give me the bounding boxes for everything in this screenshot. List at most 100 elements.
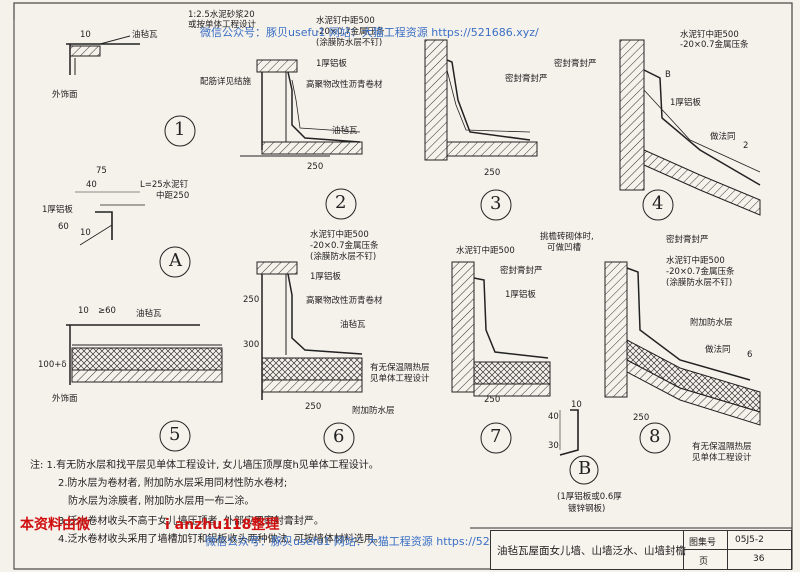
- d6-strip1: -20×0.7金属压条: [310, 241, 379, 251]
- dA-40: 40: [86, 180, 97, 190]
- detail-label-A: A: [169, 250, 182, 271]
- d3-dim-250: 250: [484, 168, 501, 178]
- d6-ins2: 见单体工程设计: [370, 374, 430, 384]
- detail-6: [256, 261, 363, 454]
- d4-nail: 水泥钉中距500: [680, 30, 739, 40]
- d2-strip1: -20×0.7金属压条: [316, 27, 385, 37]
- watermark-top: 微信公众号：豚贝usefu1 网站：大猫工程资源 https://521686.…: [200, 26, 539, 39]
- detail-8: [604, 261, 761, 454]
- d8-strip1: -20×0.7金属压条: [666, 267, 735, 277]
- d8-ins2: 见单体工程设计: [692, 453, 752, 463]
- dB-dim-10: 10: [571, 400, 582, 410]
- d8-nail: 水泥钉中距500: [666, 256, 725, 266]
- d6-nail: 水泥钉中距500: [310, 230, 369, 240]
- d5-dim: 100+δ: [38, 360, 67, 370]
- detail-B: [559, 409, 599, 485]
- d8-ref-num: 6: [747, 350, 753, 360]
- d1-felt: 油毡瓦: [132, 30, 158, 40]
- detail-number-8: 8: [649, 426, 661, 447]
- d8-dim-250: 250: [633, 413, 650, 423]
- d8-wall2: 可做凹槽: [547, 243, 582, 253]
- detail-label-B: B: [578, 458, 592, 479]
- note-2: 2.防水层为卷材者, 附加防水层采用同材性防水卷材;: [58, 478, 288, 489]
- detail-7: [451, 261, 551, 454]
- note-1: 注: 1.有无防水层和找平层见单体工程设计, 女儿墙压顶厚度h见单体工程设计。: [30, 460, 379, 471]
- detail-number-2: 2: [335, 192, 347, 213]
- detail-5: [66, 324, 223, 452]
- d8-wall1: 挑檐砖砌体时,: [540, 232, 594, 242]
- dA-al: 1厚铝板: [42, 205, 73, 215]
- watermark-red-right: i anzhu118整理: [165, 517, 280, 533]
- note-3: 3.泛水卷材收头不高于女儿墙压顶者, 外部应用密封膏封严。: [58, 516, 324, 527]
- d4-ref-B: B: [665, 70, 671, 80]
- d6-add: 附加防水层: [352, 406, 395, 416]
- title-block: 油毡瓦屋面女儿墙、山墙泛水、山墙封檐 图集号 05J5-2 页 36: [490, 530, 792, 570]
- detail-number-6: 6: [333, 426, 345, 447]
- note-2b: 防水层为涂膜者, 附加防水层用一布二涂。: [68, 496, 255, 507]
- detail-3: [424, 39, 538, 221]
- d5-felt: 油毡瓦: [136, 309, 162, 319]
- title-block-page-no: 36: [753, 554, 765, 564]
- d7-seal: 密封膏封严: [500, 266, 543, 276]
- dA-nail2: 中距250: [156, 191, 190, 201]
- d4-al: 1厚铝板: [670, 98, 701, 108]
- title-block-atlas-no: 05J5-2: [735, 535, 764, 545]
- detail-number-4: 4: [652, 193, 664, 214]
- d2-rebar: 配筋详见结施: [200, 77, 252, 87]
- note-4: 4.泛水卷材收头采用了墙槽加钉和铝板收头两种做法, 可按墙体材料选用。: [58, 534, 384, 545]
- d5-dim-10: 10: [78, 306, 89, 316]
- d6-dim-250b: 250: [305, 402, 322, 412]
- d2-top2: 或按单体工程设计: [188, 20, 257, 30]
- detail-number-5: 5: [169, 424, 181, 445]
- d2-nail: 水泥钉中距500: [316, 16, 375, 26]
- detail-1: [66, 35, 196, 147]
- d5-ge60: ≥60: [98, 306, 116, 316]
- d8-seal: 密封膏封严: [666, 235, 709, 245]
- watermark-bottom: 微信公众号：豚贝usefu1 网站：大猫工程资源 https://521686.…: [205, 535, 544, 548]
- d2-al: 1厚铝板: [316, 59, 347, 69]
- watermark-red-left: 本资料由微: [20, 517, 90, 533]
- detail-2: [240, 59, 363, 220]
- d2-strip2: (涂膜防水层不钉): [316, 38, 383, 48]
- d2-top1: 1:2.5水泥砂浆20: [188, 10, 255, 20]
- d4-seal: 密封膏封严: [554, 59, 597, 69]
- d6-al: 1厚铝板: [310, 272, 341, 282]
- d6-dim-250: 250: [243, 295, 260, 305]
- d1-facade: 外饰面: [52, 90, 78, 100]
- d3-seal: 密封膏封严: [505, 74, 548, 84]
- dB-note2: 镀锌钢板): [568, 504, 606, 514]
- dA-60: 60: [58, 222, 69, 232]
- title-block-atlas-label: 图集号: [689, 538, 717, 548]
- detail-number-7: 7: [490, 426, 502, 447]
- d8-ref: 做法同: [705, 345, 731, 355]
- d2-dim-250: 250: [307, 162, 324, 172]
- detail-4: [619, 39, 761, 221]
- d6-strip2: (涂膜防水层不钉): [310, 252, 377, 262]
- detail-A: [75, 191, 191, 278]
- dB-dim-40: 40: [548, 412, 559, 422]
- dA-75: 75: [96, 166, 107, 176]
- d7-dim-250: 250: [484, 395, 501, 405]
- d7-al: 1厚铝板: [505, 290, 536, 300]
- d8-ins1: 有无保温隔热层: [692, 442, 752, 452]
- dA-nail1: L=25水泥钉: [140, 180, 189, 190]
- d4-strip: -20×0.7金属压条: [680, 40, 749, 50]
- dB-note1: (1厚铝板或0.6厚: [557, 492, 622, 502]
- d4-ref-num: 2: [743, 141, 749, 151]
- dB-dim-30: 30: [548, 441, 559, 451]
- title-block-title: 油毡瓦屋面女儿墙、山墙泛水、山墙封檐: [497, 545, 686, 557]
- d4-ref: 做法同: [710, 132, 736, 142]
- title-block-page-label: 页: [699, 557, 709, 567]
- d6-dim-300: 300: [243, 340, 260, 350]
- d5-facade: 外饰面: [52, 394, 78, 404]
- dA-10: 10: [80, 228, 91, 238]
- d6-mod: 高聚物改性沥青卷材: [306, 296, 383, 306]
- d1-dim-10: 10: [80, 30, 91, 40]
- d6-felt: 油毡瓦: [340, 320, 366, 330]
- d8-strip2: (涂膜防水层不钉): [666, 278, 733, 288]
- d8-add: 附加防水层: [690, 318, 733, 328]
- d2-felt: 油毡瓦: [332, 126, 358, 136]
- d7-nail: 水泥钉中距500: [456, 246, 515, 256]
